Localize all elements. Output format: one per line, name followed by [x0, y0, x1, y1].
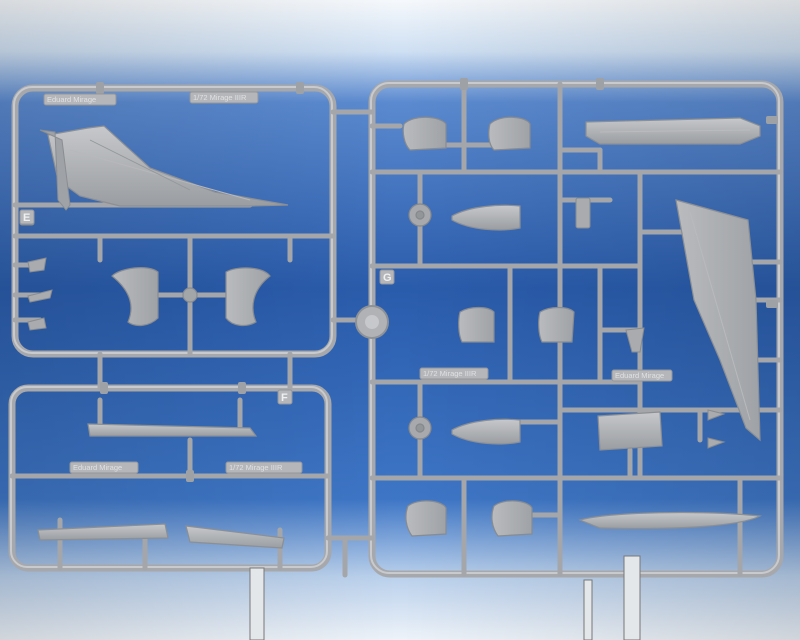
sprue-letter-right: G	[383, 272, 392, 284]
sprue-letters: E F G	[23, 212, 392, 404]
sprue-label-texts: Eduard Mirage 1/72 Mirage IIIR Eduard Mi…	[47, 93, 664, 472]
sprue-gate-nubs	[96, 78, 778, 482]
part-canopy-halves-top	[402, 116, 531, 151]
part-wheels	[408, 203, 432, 440]
sprue-runners	[9, 81, 783, 578]
part-ventral-strakes	[37, 523, 285, 549]
sprue-hub	[355, 305, 389, 339]
sprue-letter-left: E	[23, 212, 30, 224]
part-intake-halves-right	[458, 306, 575, 343]
sprue-label-right-mid-a: 1/72 Mirage IIIR	[423, 369, 477, 378]
part-nose-cones	[451, 204, 521, 445]
stand-stubs	[249, 555, 641, 640]
sprue-label-left-top-b: 1/72 Mirage IIIR	[193, 93, 247, 102]
part-wing-right	[675, 199, 761, 442]
part-drop-tank	[578, 511, 763, 530]
part-landing-gear	[575, 197, 726, 449]
sprue-letter-left-lower: F	[281, 392, 288, 404]
sprue-label-right-mid-b: Eduard Mirage	[615, 371, 664, 380]
sprue-label-left-lower-b: 1/72 Mirage IIIR	[229, 463, 283, 472]
part-fuselage-spine	[87, 423, 258, 437]
sprue-label-left-lower-a: Eduard Mirage	[73, 463, 122, 472]
part-fuselage-half-top	[585, 117, 761, 145]
sprue-label-left-top-a: Eduard Mirage	[47, 95, 96, 104]
sprue-label-tags	[19, 91, 673, 474]
part-panel-right	[597, 411, 663, 451]
part-canopy-halves-bottom	[405, 500, 533, 537]
part-intake-halves-left	[111, 267, 271, 327]
part-vertical-tail-fin	[39, 125, 289, 211]
